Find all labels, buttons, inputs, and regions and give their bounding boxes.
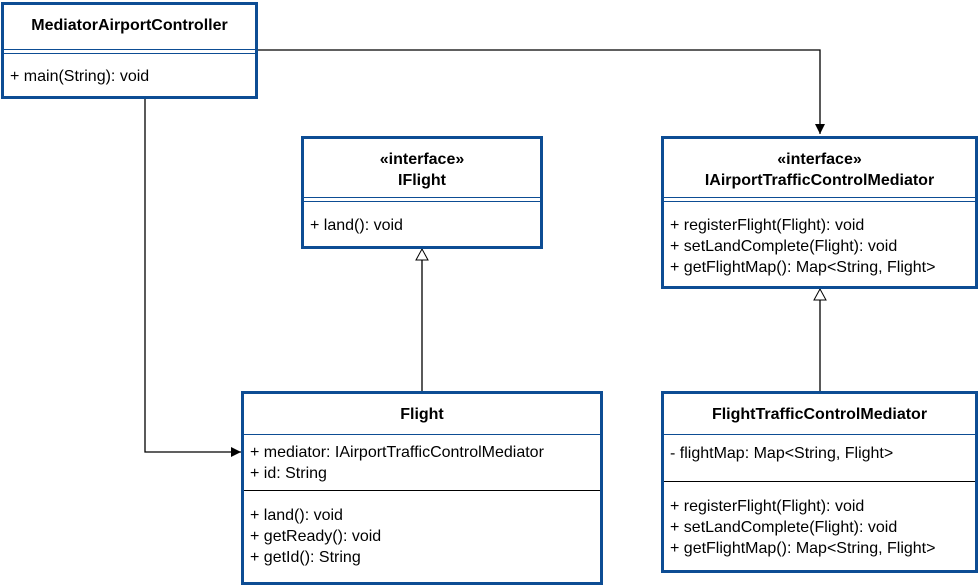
- attributes-section: + mediator: IAirportTrafficControlMediat…: [244, 435, 600, 490]
- operation: + registerFlight(Flight): void: [670, 498, 865, 515]
- class-name: IAirportTrafficControlMediator: [704, 172, 935, 189]
- operations-section: + main(String): void: [4, 54, 255, 87]
- operations-section: + registerFlight(Flight): void + setLand…: [664, 482, 975, 559]
- association-controller-to-flight: [144, 98, 241, 457]
- stereotype: «interface»: [379, 151, 465, 168]
- class-iflight[interactable]: «interface» IFlight + land(): void: [301, 136, 543, 249]
- association-controller-to-mediator: [258, 49, 825, 134]
- operations-section: + registerFlight(Flight): void + setLand…: [664, 202, 975, 278]
- operations-section: + land(): void + getReady(): void + getI…: [244, 491, 600, 568]
- operation: + land(): void: [250, 507, 343, 524]
- operation: + getId(): String: [250, 549, 361, 566]
- class-mediator-airport-controller[interactable]: MediatorAirportController + main(String)…: [1, 2, 258, 99]
- class-flight-traffic-control-mediator[interactable]: FlightTrafficControlMediator - flightMap…: [661, 391, 978, 573]
- attribute: - flightMap: Map<String, Flight>: [670, 445, 894, 462]
- class-iairport-traffic-control-mediator[interactable]: «interface» IAirportTrafficControlMediat…: [661, 136, 978, 289]
- operation: + getFlightMap(): Map<String, Flight>: [670, 259, 936, 276]
- operations-section: + land(): void: [304, 202, 540, 236]
- operation: + getFlightMap(): Map<String, Flight>: [670, 540, 936, 557]
- class-name: MediatorAirportController: [31, 17, 228, 34]
- attribute: + mediator: IAirportTrafficControlMediat…: [250, 444, 544, 461]
- class-name: IFlight: [398, 172, 446, 189]
- attribute: + id: String: [250, 465, 327, 482]
- operation: + setLandComplete(Flight): void: [670, 519, 898, 536]
- class-flight[interactable]: Flight + mediator: IAirportTrafficContro…: [241, 391, 603, 585]
- class-header: «interface» IAirportTrafficControlMediat…: [664, 139, 975, 197]
- stereotype: «interface»: [777, 151, 862, 168]
- operation: + getReady(): void: [250, 528, 382, 545]
- operation: + land(): void: [310, 217, 403, 234]
- class-header: «interface» IFlight: [304, 139, 540, 197]
- operation: + registerFlight(Flight): void: [670, 217, 865, 234]
- operation: + main(String): void: [10, 68, 150, 85]
- operation: + setLandComplete(Flight): void: [670, 238, 898, 255]
- class-name: Flight: [400, 406, 444, 423]
- attributes-section: - flightMap: Map<String, Flight>: [664, 435, 975, 481]
- class-name: FlightTrafficControlMediator: [711, 406, 928, 423]
